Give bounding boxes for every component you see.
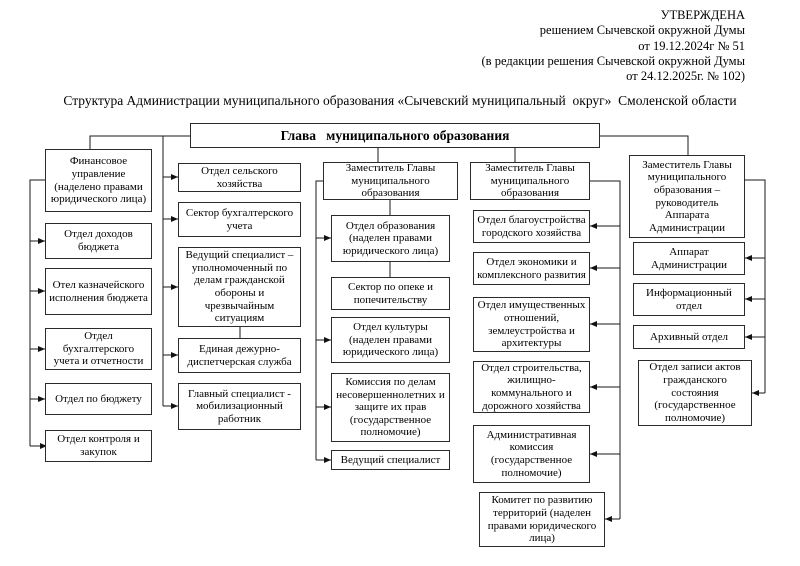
box-glava-municipalnogo-obrazovaniya: Глава муниципального образования bbox=[190, 123, 600, 148]
box-komitet-razvitiya-territorij: Комитет по развитию территорий (наделен … bbox=[479, 492, 605, 547]
box-glavnyj-specialist-mobilizacionnyj: Главный специалист - мобилизационный раб… bbox=[178, 383, 301, 430]
approval-line: от 24.12.2025г. № 102) bbox=[626, 69, 745, 83]
box-otdel-kaznachejskogo-ispolneniya: Отел казначейского исполнения бюджета bbox=[45, 268, 152, 315]
box-zamestitel-glavy-1: Заместитель Главы муниципального образов… bbox=[323, 162, 458, 200]
box-finansovoe-upravlenie: Финансовое управление (наделено правами … bbox=[45, 149, 152, 212]
box-arhivnyj-otdel: Архивный отдел bbox=[633, 325, 745, 349]
box-otdel-selskogo-hozyajstva: Отдел сельского хозяйства bbox=[178, 163, 301, 192]
approval-line: решением Сычевской окружной Думы bbox=[539, 23, 745, 38]
box-administrativnaya-komissiya: Административная комиссия (государственн… bbox=[473, 425, 590, 483]
approval-line: от 19.12.2024г № 51 bbox=[638, 38, 745, 53]
box-otdel-stroitelstva-zhkh: Отдел строительства, жилищно-коммунально… bbox=[473, 361, 590, 413]
box-apparat-administracii: Аппарат Администрации bbox=[633, 242, 745, 275]
box-vedushchij-specialist-go-chs: Ведущий специалист – уполномоченный по д… bbox=[178, 247, 301, 327]
box-otdel-zags: Отдел записи актов гражданского состояни… bbox=[638, 360, 752, 426]
box-otdel-po-byudzhetu: Отдел по бюджету bbox=[45, 383, 152, 415]
page-title: Структура Администрации муниципального о… bbox=[63, 93, 737, 108]
box-otdel-blagoustrojstva: Отдел благоустройства городского хозяйст… bbox=[473, 210, 590, 243]
box-vedushchij-specialist: Ведущий специалист bbox=[331, 450, 450, 470]
box-otdel-buhucheta-otchetnosti: Отдел бухгалтерского учета и отчетности bbox=[45, 328, 152, 370]
box-zamestitel-glavy-rukovoditel-apparata: Заместитель Главы муниципального образов… bbox=[629, 155, 745, 238]
box-otdel-kontrolya-zakupok: Отдел контроля и закупок bbox=[45, 430, 152, 462]
box-komissiya-nesovershennoletnih: Комиссия по делам несовершеннолетних и з… bbox=[331, 373, 450, 442]
box-sektor-opeki-popechitelstva: Сектор по опеке и попечительству bbox=[331, 277, 450, 310]
box-otdel-obrazovaniya: Отдел образования (наделен правами юриди… bbox=[331, 215, 450, 262]
approval-line: УТВЕРЖДЕНА bbox=[660, 8, 745, 22]
box-informacionnyj-otdel: Информационный отдел bbox=[633, 283, 745, 316]
box-otdel-kultury: Отдел культуры (наделен правами юридичес… bbox=[331, 317, 450, 363]
box-otdel-ekonomiki: Отдел экономики и комплексного развития bbox=[473, 252, 590, 285]
box-otdel-dohodov-byudzheta: Отдел доходов бюджета bbox=[45, 223, 152, 259]
approval-line: (в редакции решения Сычевской окружной Д… bbox=[481, 53, 745, 68]
box-zamestitel-glavy-2: Заместитель Главы муниципального образов… bbox=[470, 162, 590, 200]
box-edinaya-dezhurno-dispetcherskaya: Единая дежурно-диспетчерская служба bbox=[178, 338, 301, 373]
box-sektor-buhucheta: Сектор бухгалтерского учета bbox=[178, 202, 301, 237]
box-otdel-imushchestvennyh-otnoshenij: Отдел имущественных отношений, землеустр… bbox=[473, 297, 590, 352]
approval-block: УТВЕРЖДЕНА решением Сычевской окружной Д… bbox=[482, 8, 745, 84]
